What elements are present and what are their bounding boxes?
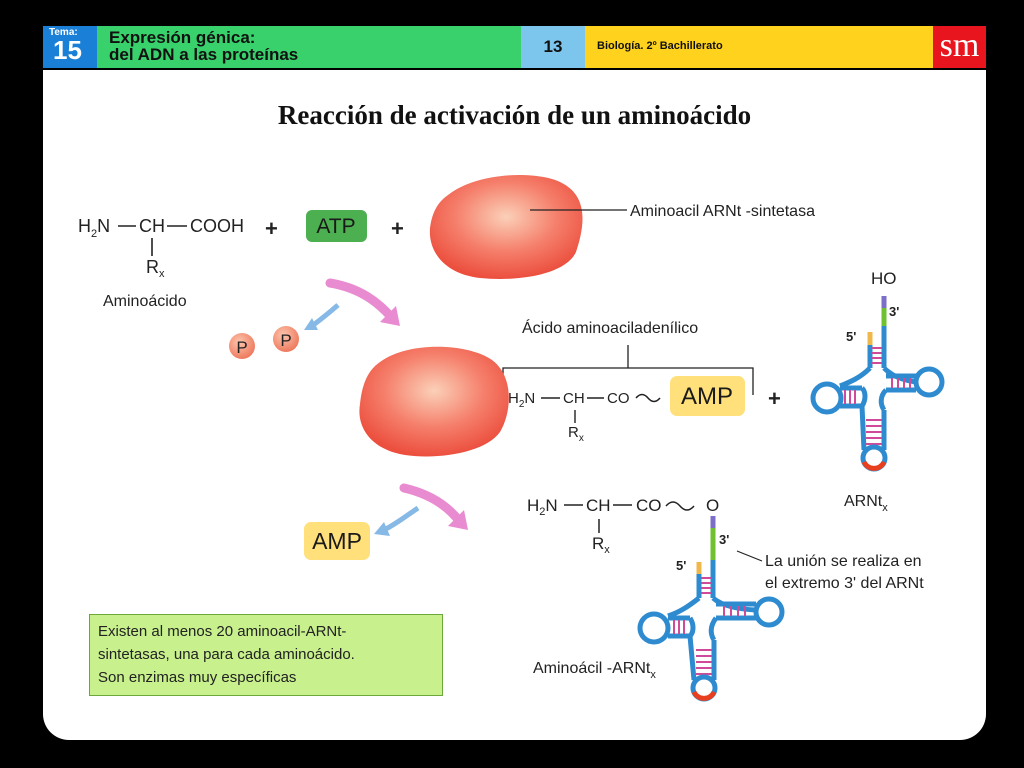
course-name: Biología. 2º Bachillerato [597,40,723,52]
topic-number: 15 [53,35,82,65]
aminoacid-label: Aminoácido [103,293,187,310]
amp-box [670,376,745,416]
svg-text:CH: CH [586,496,611,515]
svg-text:H2N: H2N [78,216,110,240]
release-arrow [382,505,420,533]
amp-label: AMP [681,383,733,410]
amp-released-label: AMP [312,528,362,554]
reaction-arrow [399,483,465,527]
svg-text:O: O [706,496,719,515]
note-line1: Existen al menos 20 aminoacil-ARNt- [98,623,347,640]
enzyme-shape [429,175,583,279]
svg-text:H2N: H2N [508,390,535,410]
page-number-box: 13 [521,26,585,68]
trna-molecule [810,296,945,472]
union-note-line1: La unión se realiza en [765,553,922,570]
phosphate-label: P [280,331,291,350]
five-prime-label: 5' [676,558,686,573]
amp-released-box [304,522,370,560]
atp-box [306,210,367,242]
intermediate-formula: H2N CH CO Rx [508,390,661,444]
page-title: Reacción de activación de un aminoácido [277,100,752,130]
product-formula: H2N CH CO O Rx [527,496,719,556]
note-line2: sintetasas, una para cada aminoácido. [98,646,355,663]
svg-text:H2N: H2N [527,496,558,518]
svg-text:CH: CH [563,390,585,407]
topic-label: Tema: [49,27,78,38]
enzyme-label: Aminoacil ARNt -sintetasa [630,203,815,220]
svg-text:Rx: Rx [146,257,165,280]
brand-logo: sm [933,26,986,68]
atp-label: ATP [316,215,355,238]
enzyme-shape [359,346,509,457]
phosphate-label: P [236,338,247,357]
union-pointer [736,550,763,562]
acid-label: Ácido aminoaciladenílico [522,318,698,337]
reaction-arrow [325,278,397,323]
svg-text:CO: CO [636,496,662,515]
aminoacyl-trna-molecule [637,516,785,702]
phosphate-circle [273,326,299,352]
three-prime-label: 3' [719,532,729,547]
ho-label: HO [871,269,897,288]
plus-sign: + [768,386,781,411]
slide-header: Tema: 15 Expresión génica: del ADN a las… [43,26,986,68]
five-prime-label: 5' [846,329,856,344]
topic-badge: Tema: 15 [43,26,97,68]
arrow-head [374,522,390,536]
brand-text: sm [939,27,980,64]
info-note: Existen al menos 20 aminoacil-ARNt- sint… [89,614,443,696]
union-note-line2: el extremo 3' del ARNt [765,575,924,592]
aminoacid-formula: H2N CH COOH Rx [78,216,244,280]
three-prime-label: 3' [889,304,899,319]
plus-sign: + [391,216,404,241]
note-line3: Son enzimas muy específicas [98,669,297,686]
course-box: Biología. 2º Bachillerato [585,26,933,68]
svg-text:Rx: Rx [568,424,584,444]
arrow-head [448,510,468,530]
svg-text:COOH: COOH [190,216,244,236]
topic-title-box: Expresión génica: del ADN a las proteína… [97,26,521,68]
topic-title-line2: del ADN a las proteínas [109,45,299,64]
release-arrow [310,303,340,328]
svg-text:CO: CO [607,390,630,407]
trna-label: ARNtx [844,493,888,514]
svg-text:Rx: Rx [592,534,610,556]
phosphate-circle [229,333,255,359]
arrow-head [380,306,400,326]
plus-sign: + [265,216,278,241]
page-number: 13 [543,37,563,56]
aminoacyl-trna-label: Aminoácil -ARNtx [533,660,656,681]
arrow-head [304,318,318,330]
topic-title-line1: Expresión génica: [109,28,256,47]
svg-text:CH: CH [139,216,165,236]
